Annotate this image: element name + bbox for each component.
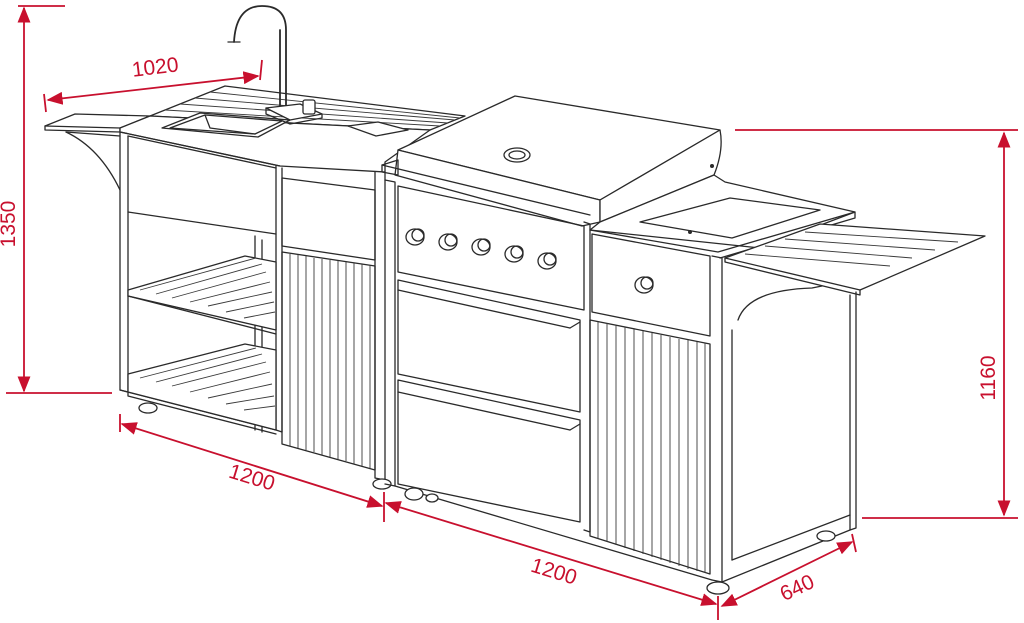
grill-drawer-upper[interactable] xyxy=(397,279,581,413)
grill-module xyxy=(381,95,986,595)
wheel xyxy=(425,493,439,503)
foot xyxy=(138,402,158,414)
counter-insert xyxy=(347,121,409,137)
grill-knob[interactable] xyxy=(537,252,557,270)
grill-drawer-lower[interactable] xyxy=(397,379,581,523)
dimension-lines xyxy=(6,5,1018,620)
sink-upper-shelf xyxy=(127,255,277,335)
sink-module xyxy=(44,5,466,490)
foot xyxy=(816,530,836,542)
right-side-shelf xyxy=(724,223,986,321)
faucet xyxy=(227,5,323,125)
dim-label-sink-width: 1020 xyxy=(131,53,180,82)
dim-label-grill-height: 1160 xyxy=(977,355,1000,400)
sink-slatted-door xyxy=(281,251,376,471)
grill-control-panel xyxy=(397,185,585,311)
sink-lower-shelf xyxy=(127,343,277,431)
wheel xyxy=(404,487,424,501)
side-drawer[interactable] xyxy=(591,233,711,337)
grill-slatted-door xyxy=(589,319,711,575)
side-burner-cover xyxy=(639,197,821,239)
foot xyxy=(706,581,730,595)
grill-knob[interactable] xyxy=(438,233,458,251)
grill-knob[interactable] xyxy=(504,245,524,263)
grill-knob[interactable] xyxy=(405,228,425,246)
grill-knob[interactable] xyxy=(471,238,491,256)
dim-label-total-height: 1350 xyxy=(0,201,20,248)
dim-label-left-module-width: 1200 xyxy=(226,460,277,496)
